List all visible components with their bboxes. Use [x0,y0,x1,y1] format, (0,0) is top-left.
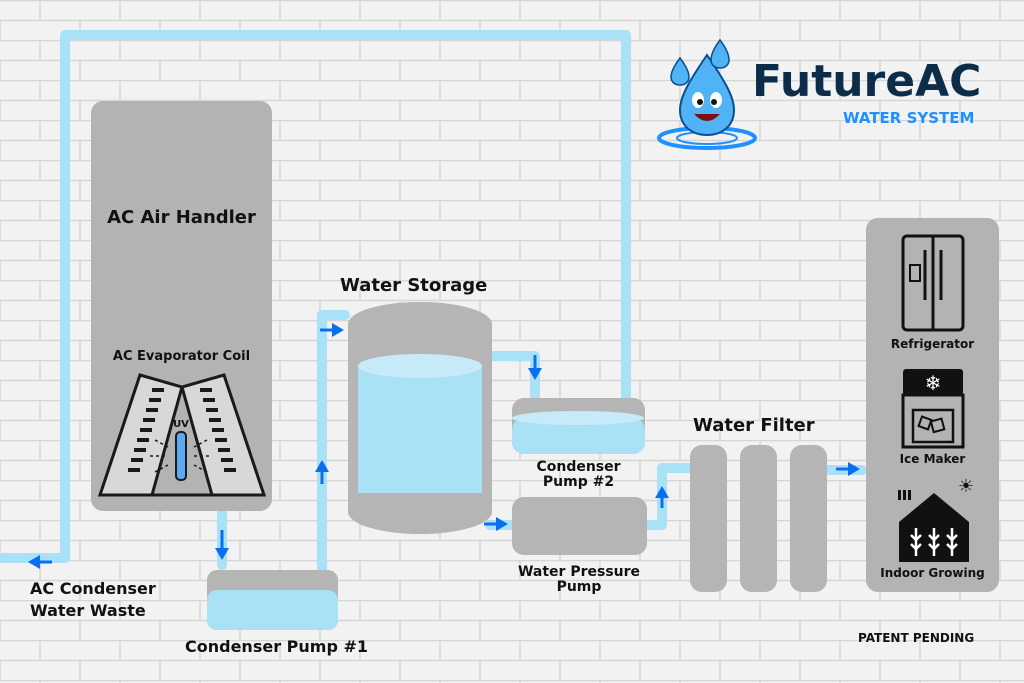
evaporator-coil-icon [97,373,267,497]
sun-icon: ☀ [958,476,974,497]
flow-arrows [28,323,860,569]
uv-lamp-icon [175,431,187,481]
greenhouse-icon: ☀ [898,476,974,562]
air-handler-label: AC Air Handler [107,207,256,228]
water-filter-cartridges [690,445,827,592]
ice-maker-label: Ice Maker [899,452,966,466]
pressure-pump-label-line1: Water Pressure [517,564,641,580]
waste-label: AC Condenser Water Waste [30,578,156,623]
uv-label: UV [173,419,189,430]
refrigerator-icon [901,234,965,332]
brand-name: FutureAC [752,56,982,107]
water-storage-tank [348,302,492,534]
patent-pending-label: PATENT PENDING [858,631,975,645]
ice-maker-icon: ❄ [901,369,965,449]
condenser-pump-2-label-line1: Condenser [536,459,621,475]
snowflake-icon: ❄ [925,371,942,395]
pressure-pump-label: Water Pressure Pump [500,564,658,596]
waste-label-line2: Water Waste [30,601,146,621]
water-drop-mascot-icon [657,38,757,150]
pressure-pump-label-line2: Pump [556,579,602,596]
brand-tagline: WATER SYSTEM [843,109,975,127]
water-storage-label: Water Storage [340,275,488,296]
condenser-pump-2-label: Condenser Pump #2 [512,459,645,491]
water-pressure-pump [512,497,647,555]
refrigerator-label: Refrigerator [890,337,975,351]
condenser-pump-2-tank [512,398,645,454]
waste-label-line1: AC Condenser [30,579,156,598]
condenser-pump-1-tank [207,570,338,630]
water-filter-label: Water Filter [693,415,815,436]
top-return-pipe [0,30,631,563]
condenser-pump-2-label-line2: Pump #2 [542,474,615,491]
condenser-pump-1-label: Condenser Pump #1 [185,637,369,656]
waste-pipe [317,310,350,583]
evaporator-coil-label: AC Evaporator Coil [112,349,251,364]
indoor-growing-label: Indoor Growing [880,566,985,580]
